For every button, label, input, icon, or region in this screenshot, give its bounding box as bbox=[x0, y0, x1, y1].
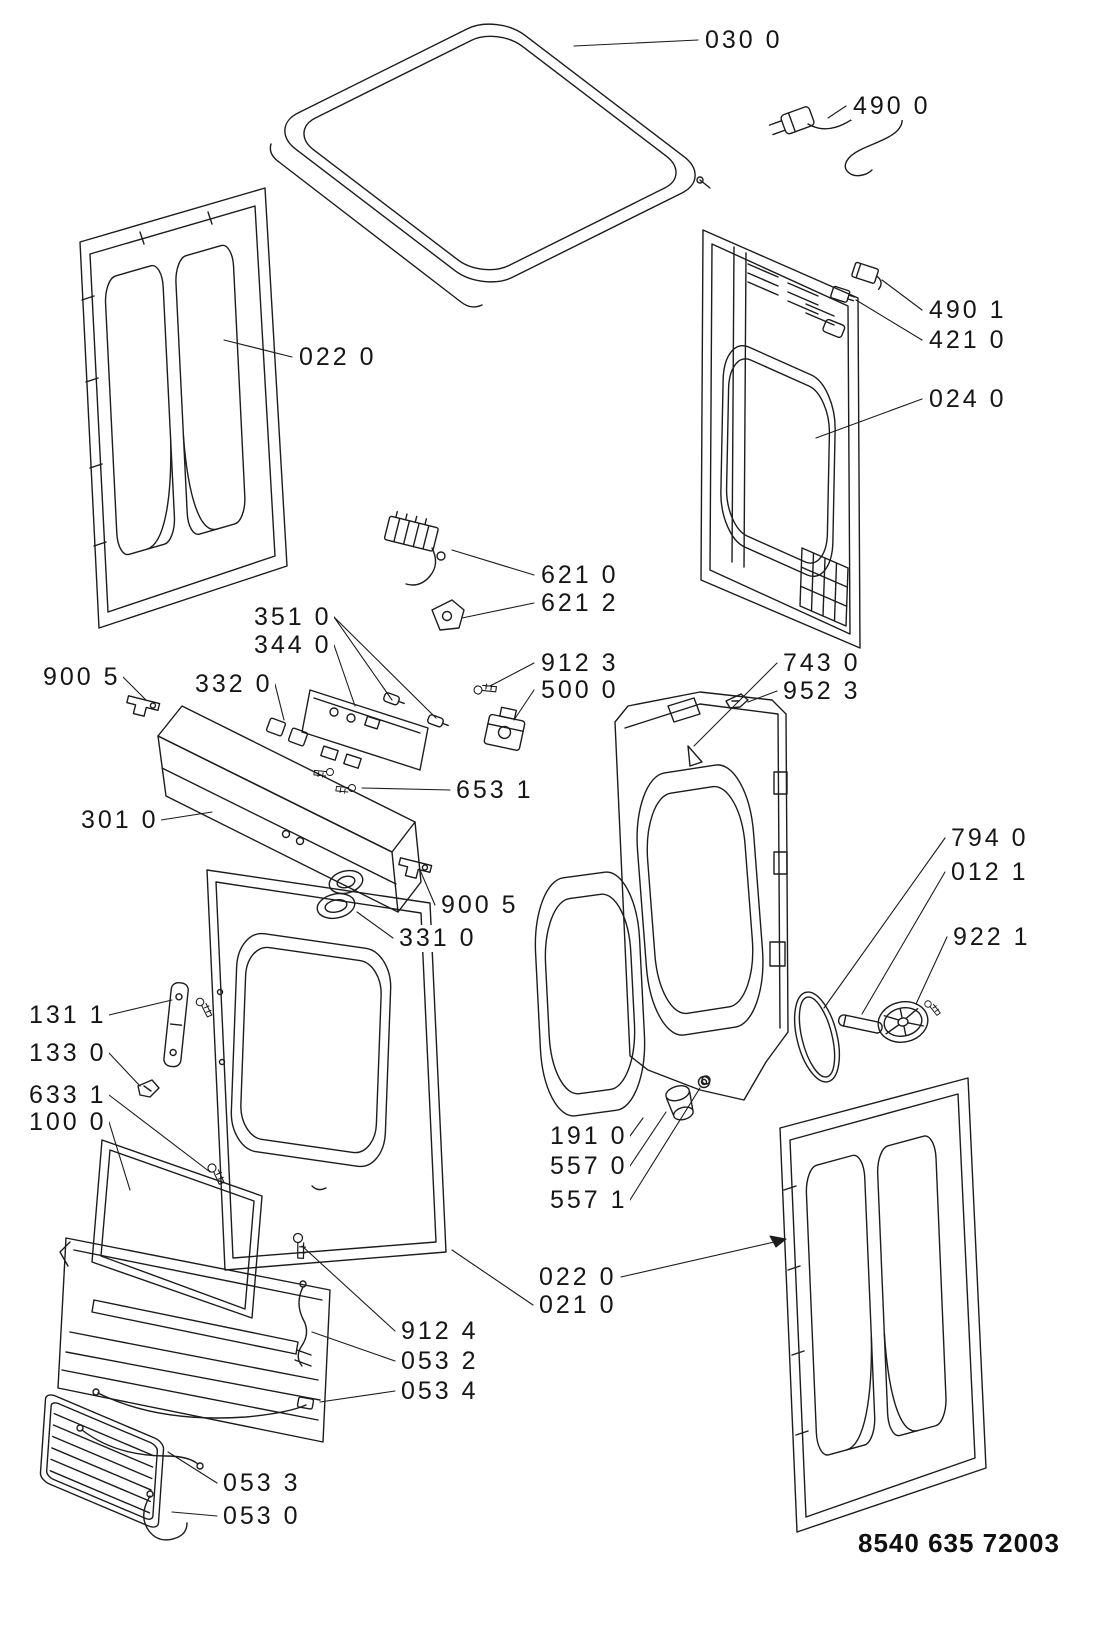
hinge-clip bbox=[137, 1079, 160, 1098]
hinge-bracket-upper bbox=[123, 695, 161, 720]
screw-633-1 bbox=[202, 1161, 230, 1187]
part-label-421-0: 421 0 bbox=[927, 326, 1009, 354]
part-label-030-0: 030 0 bbox=[703, 26, 785, 54]
left-side-panel bbox=[80, 188, 287, 628]
part-label-490-0: 490 0 bbox=[851, 92, 933, 120]
rear-panel bbox=[701, 230, 860, 648]
screw-653-1b bbox=[333, 777, 358, 800]
clip-952-3 bbox=[725, 693, 749, 709]
top-lid bbox=[268, 14, 712, 307]
part-label-012-1: 012 1 bbox=[949, 858, 1031, 886]
knob-ring bbox=[316, 892, 356, 920]
arrowhead bbox=[769, 1235, 787, 1248]
terminal-block bbox=[383, 510, 439, 552]
part-label-100-0: 100 0 bbox=[27, 1108, 109, 1136]
door-seal bbox=[532, 868, 648, 1120]
screw-912-3 bbox=[471, 677, 500, 702]
cord-clamp bbox=[851, 261, 882, 291]
part-label-053-3: 053 3 bbox=[221, 1469, 303, 1497]
part-label-301-0: 301 0 bbox=[79, 806, 161, 834]
lamp-housing bbox=[665, 1085, 694, 1121]
support-rod bbox=[294, 1280, 312, 1367]
part-label-021-0: 021 0 bbox=[537, 1291, 619, 1319]
part-label-022-0: 022 0 bbox=[537, 1263, 619, 1291]
drain-hook bbox=[143, 1490, 188, 1541]
part-label-743-0: 743 0 bbox=[781, 649, 863, 677]
lever-bracket bbox=[405, 547, 446, 586]
part-label-633-1: 633 1 bbox=[27, 1081, 109, 1109]
part-label-131-1: 131 1 bbox=[27, 1001, 109, 1029]
o-ring bbox=[793, 991, 841, 1083]
part-label-900-5: 900 5 bbox=[41, 663, 123, 691]
part-label-557-1: 557 1 bbox=[548, 1186, 630, 1214]
part-label-794-0: 794 0 bbox=[949, 824, 1031, 852]
door-hinge-strip bbox=[163, 981, 189, 1068]
part-label-022-0: 022 0 bbox=[297, 343, 379, 371]
part-label-490-1: 490 1 bbox=[927, 296, 1009, 324]
base-grille bbox=[40, 1392, 164, 1530]
part-label-557-0: 557 0 bbox=[548, 1152, 630, 1180]
part-label-332-0: 332 0 bbox=[193, 670, 275, 698]
part-label-191-0: 191 0 bbox=[548, 1122, 630, 1150]
part-label-952-3: 952 3 bbox=[781, 677, 863, 705]
suppressor-part bbox=[830, 285, 856, 303]
console-panel bbox=[157, 705, 422, 913]
indicator-lamp-2 bbox=[427, 714, 449, 728]
shaft bbox=[837, 1014, 883, 1034]
screw-912-4 bbox=[285, 1231, 314, 1262]
release-wire bbox=[92, 1388, 315, 1419]
inner-door-panel bbox=[91, 1139, 263, 1319]
part-label-922-1: 922 1 bbox=[951, 923, 1033, 951]
document-code: 8540 635 72003 bbox=[858, 1528, 1060, 1558]
indicator-lamp bbox=[383, 692, 405, 706]
part-label-024-0: 024 0 bbox=[927, 385, 1009, 413]
part-label-133-0: 133 0 bbox=[27, 1039, 109, 1067]
part-label-900-5: 900 5 bbox=[439, 891, 521, 919]
screw-wheel bbox=[922, 999, 944, 1017]
front-panel bbox=[207, 870, 446, 1270]
part-label-912-4: 912 4 bbox=[399, 1317, 481, 1345]
right-side-panel bbox=[780, 1078, 986, 1532]
control-pcb bbox=[301, 689, 429, 771]
part-label-053-0: 053 0 bbox=[221, 1502, 303, 1530]
part-label-653-1: 653 1 bbox=[454, 776, 536, 804]
hinge-bracket-lower bbox=[395, 857, 433, 882]
small-seal-ring bbox=[697, 1075, 711, 1089]
part-label-351-0: 351 0 bbox=[252, 603, 334, 631]
bracket-621-2 bbox=[431, 599, 465, 631]
part-label-053-2: 053 2 bbox=[399, 1347, 481, 1375]
part-label-344-0: 344 0 bbox=[252, 631, 334, 659]
part-label-053-4: 053 4 bbox=[399, 1377, 481, 1405]
console-buttons bbox=[265, 717, 309, 747]
part-label-500-0: 500 0 bbox=[539, 676, 621, 704]
front-bulkhead bbox=[615, 692, 788, 1100]
part-label-621-0: 621 0 bbox=[539, 561, 621, 589]
part-label-621-2: 621 2 bbox=[539, 589, 621, 617]
part-label-331-0: 331 0 bbox=[397, 924, 479, 952]
lower-front-panel bbox=[57, 1237, 331, 1443]
lower-wire bbox=[76, 1424, 204, 1470]
leader-lines bbox=[108, 39, 948, 1517]
thermostat bbox=[483, 706, 526, 751]
part-label-912-3: 912 3 bbox=[539, 649, 621, 677]
pulley-wheel bbox=[877, 1001, 929, 1043]
